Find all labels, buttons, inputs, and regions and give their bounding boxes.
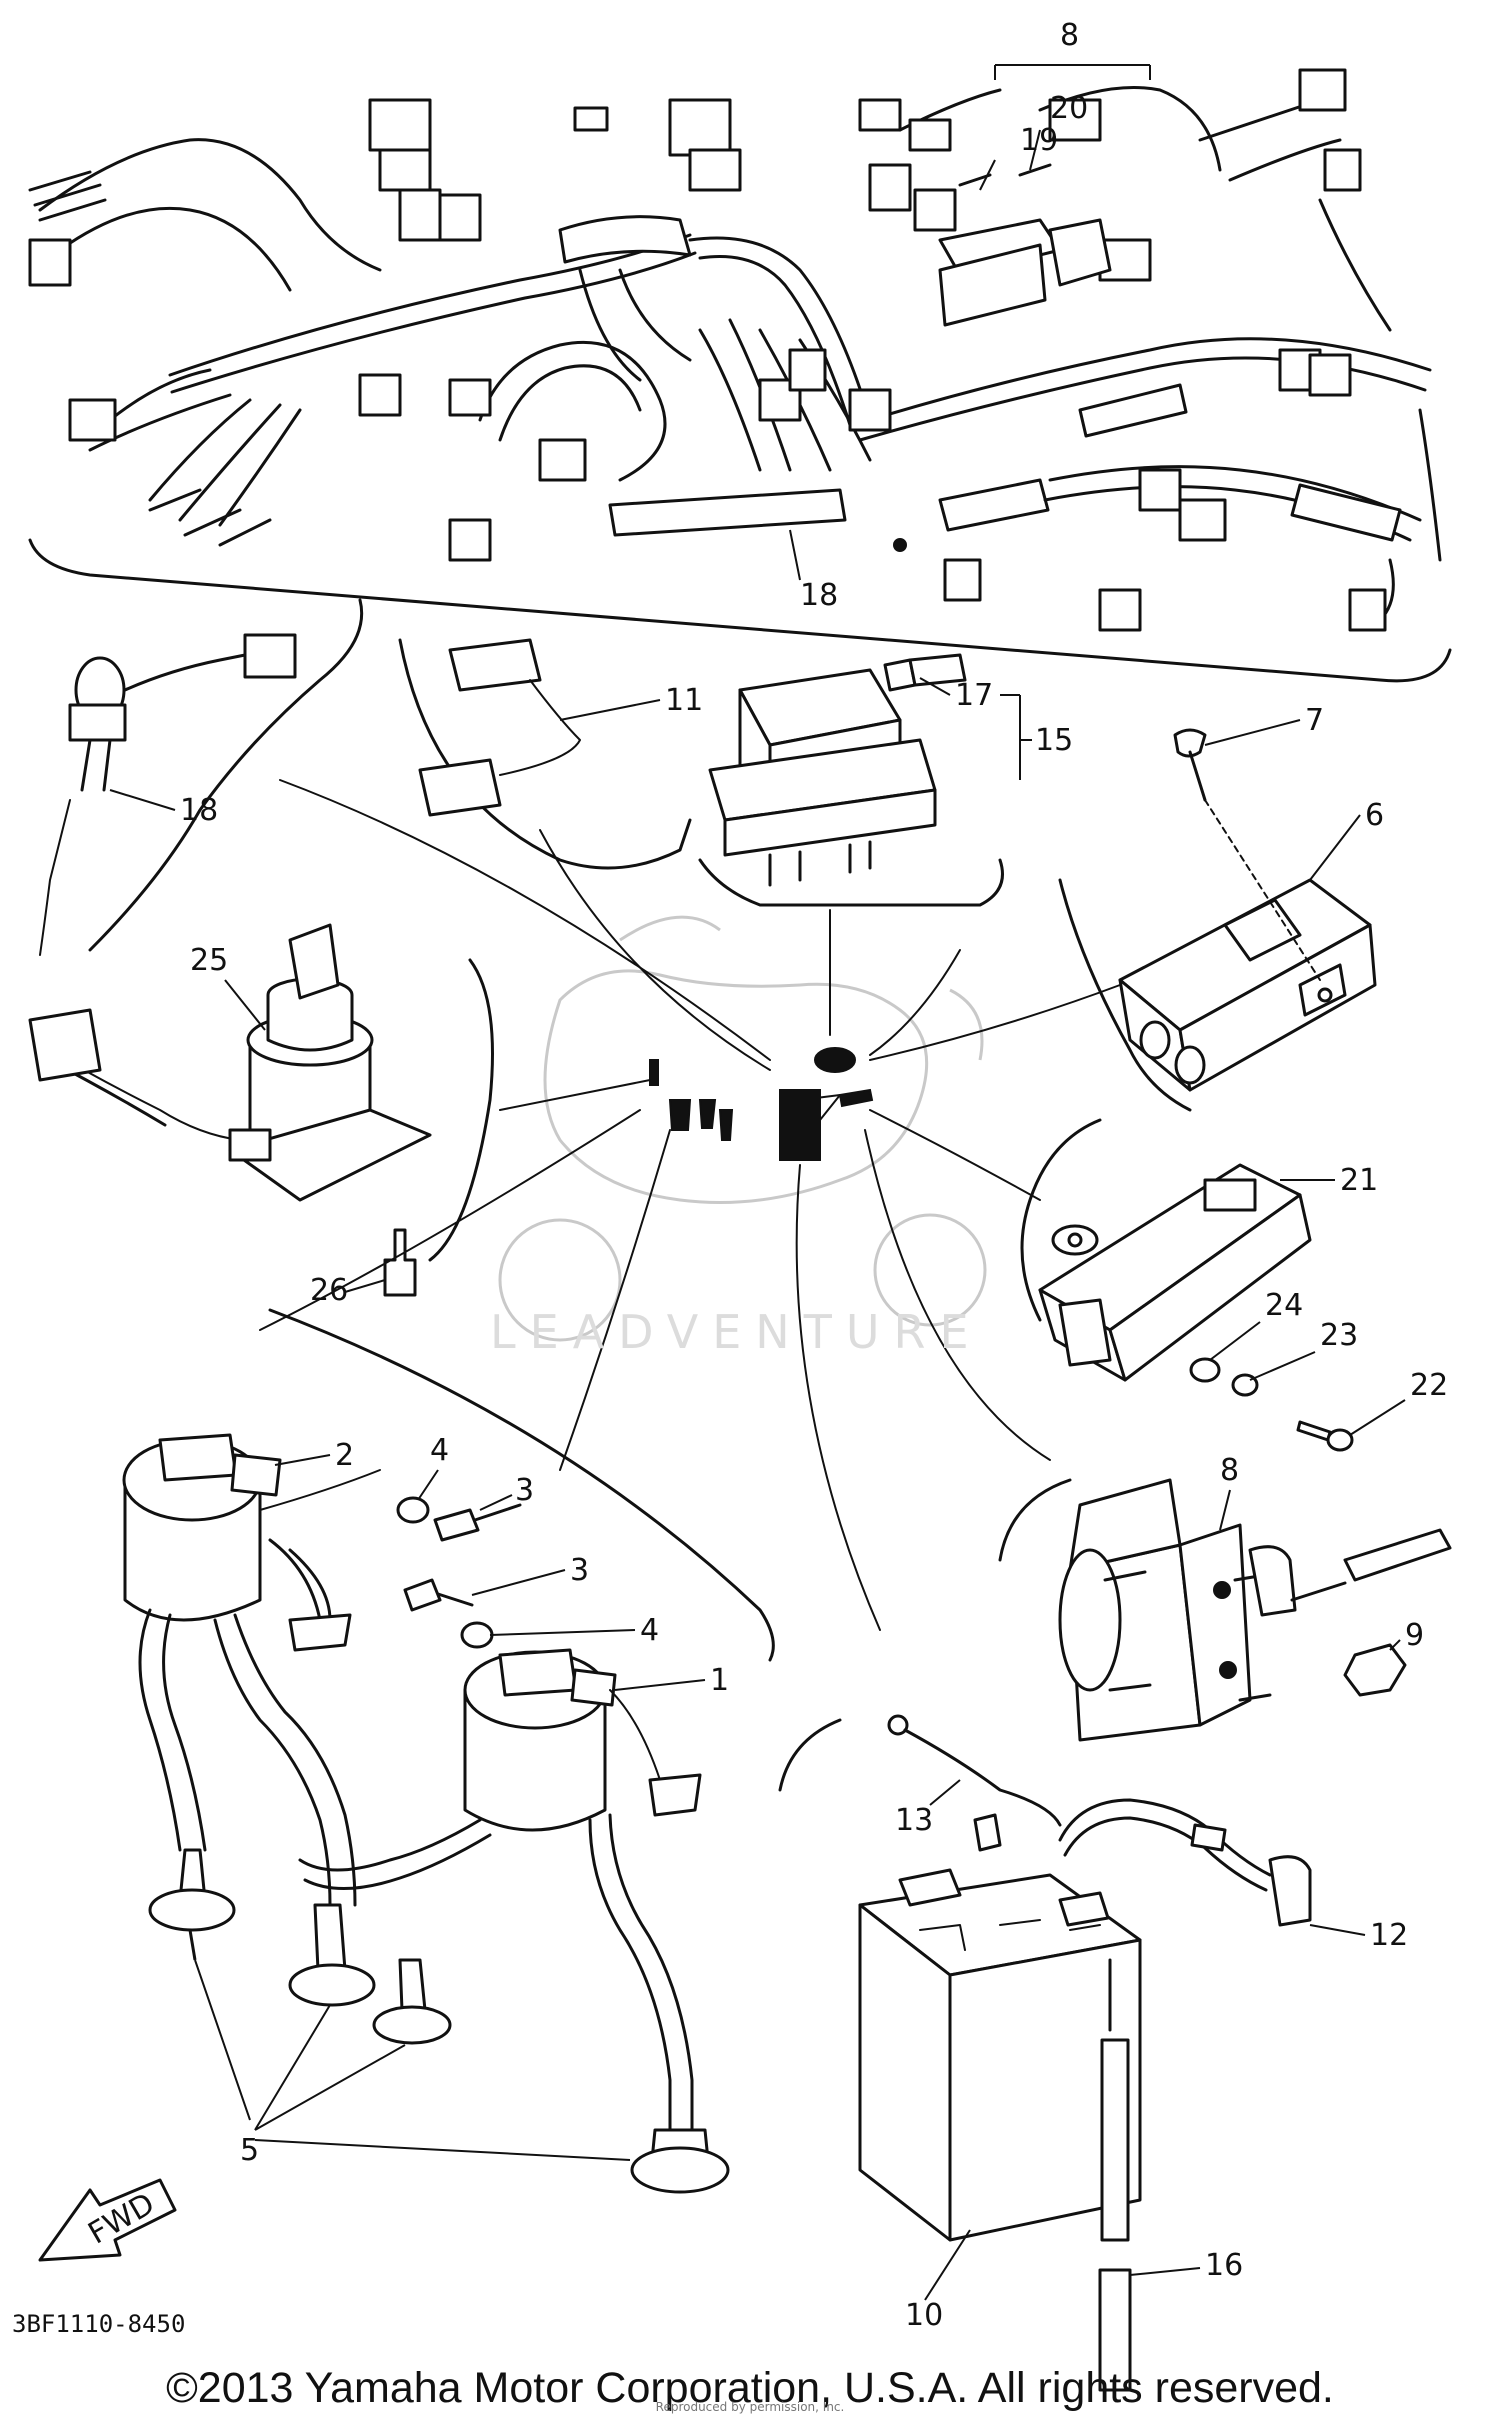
callouts: 8 19 20 18 11 17 15 7 6 18 25 26 21 24 2…	[109, 18, 1448, 2333]
part-21-rectifier-regulator	[1020, 1118, 1354, 1452]
watermark-text: LEADVENTURE	[490, 1305, 983, 1359]
callout-19: 19	[1020, 123, 1058, 158]
callout-25: 25	[190, 943, 228, 978]
part-4-washer	[396, 1496, 494, 1649]
callout-7: 7	[1305, 703, 1324, 738]
callout-8: 8	[1220, 1453, 1239, 1488]
part-12-positive-cable	[1058, 1798, 1312, 1927]
callout-2: 2	[335, 1438, 354, 1473]
callout-3a: 3	[515, 1473, 534, 1508]
callout-23: 23	[1320, 1318, 1358, 1353]
callout-10: 11	[665, 683, 703, 718]
callout-5: 5	[240, 2133, 259, 2168]
fwd-arrow-icon: FWD	[38, 2178, 177, 2262]
copyright-notice: ©2013 Yamaha Motor Corporation, U.S.A. A…	[166, 2364, 1334, 2412]
motorcycle-watermark	[498, 915, 987, 1342]
part-5-spark-plug-caps	[148, 1848, 730, 2194]
callout-26: 26	[310, 1273, 348, 1308]
callout-4b: 4	[640, 1613, 659, 1648]
part-11-battery	[778, 1718, 1142, 2242]
part-13-negative-cable	[887, 1714, 1062, 1852]
callout-11: 10	[905, 2298, 943, 2333]
callout-3b: 3	[570, 1553, 589, 1588]
callout-21: 21	[1340, 1163, 1378, 1198]
part-3-bolt	[403, 1503, 522, 1612]
callout-13: 13	[895, 1803, 933, 1838]
callout-6: 6	[1365, 798, 1384, 833]
callout-14: 16	[1205, 2248, 1243, 2283]
wire-harness	[28, 68, 1452, 683]
part-1-ignition-coil	[298, 1648, 702, 2132]
part-14-breather-hose	[1098, 2038, 1132, 2392]
diagram-reference-code: 3BF1110-8450	[12, 2310, 186, 2338]
callout-8-top: 8	[1060, 18, 1079, 53]
part-8-starter-relay	[998, 1478, 1452, 1742]
callout-16: 17	[955, 678, 993, 713]
part-6-igniter	[1058, 728, 1377, 1112]
part-15-starter-relay	[698, 653, 1004, 907]
callout-1: 1	[710, 1663, 729, 1698]
bike-location-markers	[649, 1047, 874, 1161]
callout-12: 12	[1370, 1918, 1408, 1953]
callout-20: 20	[1050, 91, 1088, 126]
callout-24: 24	[1265, 1288, 1303, 1323]
locator-lines	[259, 779, 1121, 1631]
part-25-main-switch	[28, 923, 494, 1297]
callout-9: 9	[1405, 1618, 1424, 1653]
part-10-relay	[398, 638, 692, 870]
callout-18: 18	[800, 578, 838, 613]
reproduction-stamp: Reproduced by permission, Inc.	[655, 2400, 845, 2414]
callout-17: 18	[180, 793, 218, 828]
part-2-ignition-coil	[122, 1308, 775, 1907]
part-17-neutral-switch	[39, 598, 364, 956]
callout-4a: 4	[430, 1433, 449, 1468]
callout-22: 22	[1410, 1368, 1448, 1403]
callout-15: 15	[1035, 723, 1073, 758]
